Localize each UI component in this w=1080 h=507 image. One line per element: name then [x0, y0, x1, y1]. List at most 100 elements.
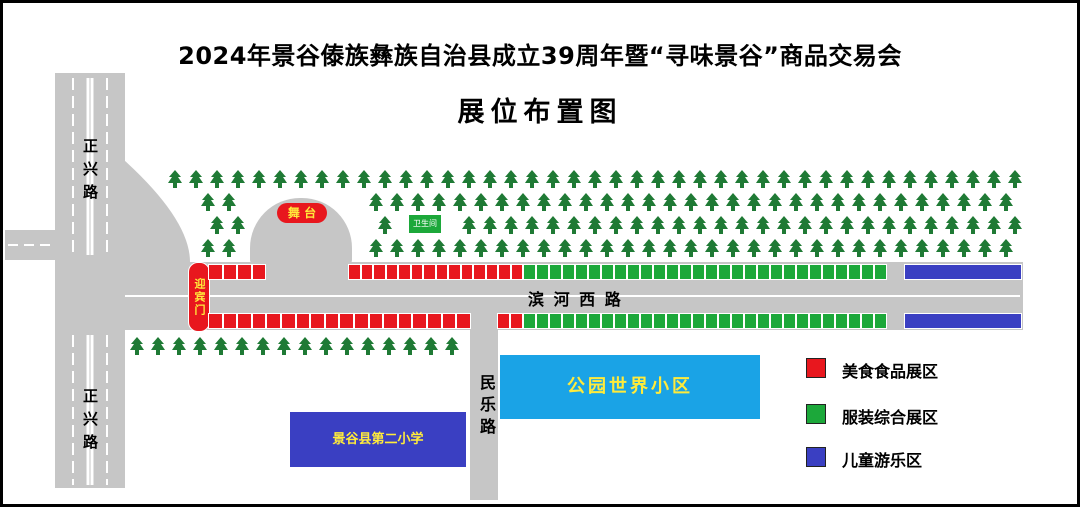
clothing-booth [744, 313, 757, 329]
food-booth [324, 313, 340, 329]
clothing-booth [861, 264, 874, 280]
tree-icon [915, 193, 929, 211]
tree-icon [201, 239, 215, 257]
tree-icon [621, 239, 635, 257]
tree-icon [768, 239, 782, 257]
tree-icon [222, 193, 236, 211]
tree-icon [936, 193, 950, 211]
tree-icon [579, 239, 593, 257]
clothing-booth [796, 313, 809, 329]
tree-icon [642, 193, 656, 211]
tree-icon [915, 239, 929, 257]
clothing-booth [757, 264, 770, 280]
tree-icon [810, 193, 824, 211]
food-booth [497, 313, 510, 329]
clothing-booth [757, 313, 770, 329]
clothing-booth [562, 264, 575, 280]
tree-icon [495, 239, 509, 257]
tree-icon [1008, 170, 1022, 188]
food-booth [385, 264, 398, 280]
tree-icon [705, 193, 719, 211]
tree-icon [726, 193, 740, 211]
food-booth [222, 264, 237, 280]
tree-icon [684, 193, 698, 211]
food-booth [310, 313, 325, 329]
clothing-booth [796, 264, 809, 280]
clothing-booth [627, 264, 640, 280]
tree-icon [936, 239, 950, 257]
tree-icon [210, 216, 224, 234]
clothing-booth [770, 264, 783, 280]
legend-swatch-clothing [806, 404, 826, 424]
clothing-booth [731, 313, 744, 329]
tree-icon [630, 216, 644, 234]
tree-icon [894, 193, 908, 211]
clothing-booth [640, 313, 653, 329]
food-booth [348, 264, 361, 280]
tree-icon [609, 216, 623, 234]
tree-icon [516, 193, 530, 211]
tree-icon [999, 239, 1013, 257]
tree-icon [903, 170, 917, 188]
food-booth [460, 264, 473, 280]
tree-icon [252, 170, 266, 188]
clothing-booth [549, 313, 562, 329]
food-booth [473, 264, 486, 280]
clothing-booth [848, 264, 861, 280]
clothing-booth [874, 264, 887, 280]
clothing-booth [848, 313, 861, 329]
tree-icon [504, 216, 518, 234]
clothing-booth [523, 313, 536, 329]
clothing-booth [861, 313, 874, 329]
tree-icon [336, 170, 350, 188]
tree-icon [390, 239, 404, 257]
tree-icon [462, 170, 476, 188]
tree-icon [231, 216, 245, 234]
road-label-binhe-west: 滨 河 西 路 [528, 290, 623, 309]
food-booth [354, 313, 369, 329]
tree-icon [924, 216, 938, 234]
tree-icon [600, 193, 614, 211]
food-booth [295, 313, 311, 329]
clothing-booth [562, 313, 575, 329]
legend-label-food: 美食食品展区 [842, 362, 939, 381]
food-booth [208, 313, 223, 329]
clothing-booth [627, 313, 640, 329]
clothing-booth [588, 313, 601, 329]
food-booth [456, 313, 471, 329]
clothing-booth [835, 313, 848, 329]
food-booth [237, 313, 252, 329]
tree-icon [777, 216, 791, 234]
tree-icon [474, 193, 488, 211]
tree-icon [130, 337, 144, 355]
clothing-booth [705, 264, 718, 280]
tree-icon [504, 170, 518, 188]
legend-label-clothing: 服装综合展区 [842, 408, 939, 427]
tree-icon [663, 239, 677, 257]
clothing-booth [718, 313, 731, 329]
tree-icon [924, 170, 938, 188]
road-curve [124, 160, 190, 262]
clothing-booth [575, 313, 588, 329]
food-booth [373, 264, 386, 280]
tree-icon [798, 170, 812, 188]
tree-icon [789, 193, 803, 211]
tree-icon [273, 170, 287, 188]
clothing-booth [614, 264, 627, 280]
tree-icon [999, 193, 1013, 211]
food-booth [339, 313, 354, 329]
tree-icon [537, 193, 551, 211]
tree-icon [214, 337, 228, 355]
tree-icon [411, 193, 425, 211]
tree-icon [525, 170, 539, 188]
tree-icon [588, 216, 602, 234]
tree-icon [672, 170, 686, 188]
clothing-booth [679, 264, 692, 280]
food-booth [397, 313, 413, 329]
clothing-booth [744, 264, 757, 280]
clothing-booth [809, 313, 822, 329]
tree-icon [777, 170, 791, 188]
food-booth [398, 264, 411, 280]
